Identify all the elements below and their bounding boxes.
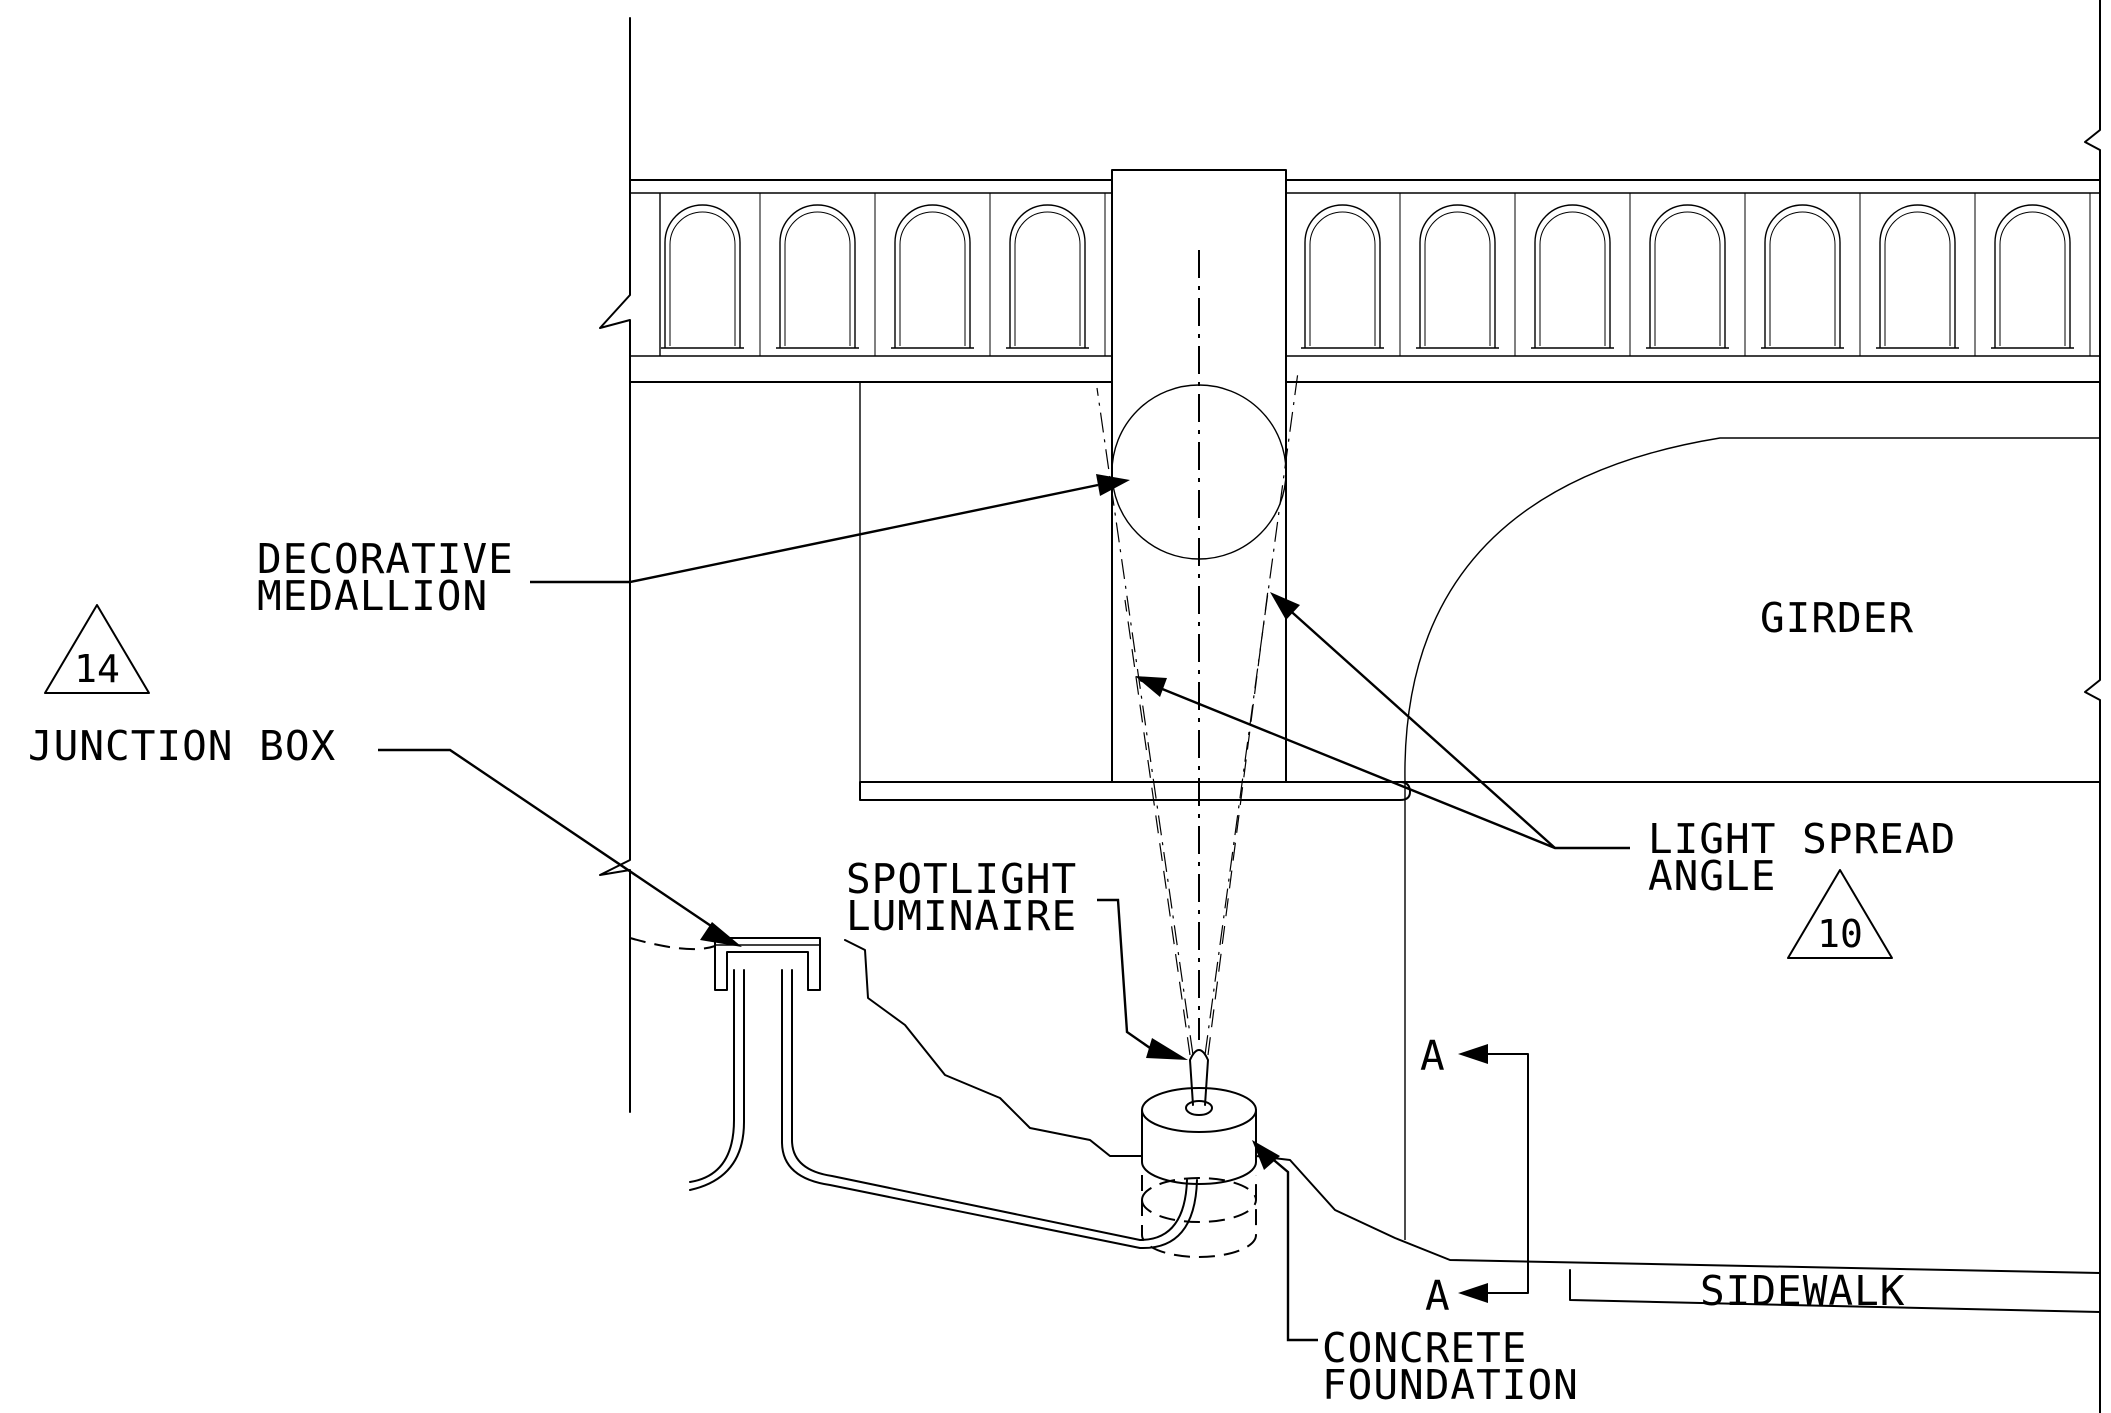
section-mark-bottom: A <box>1425 1272 1451 1320</box>
label-spotlight-luminaire: SPOTLIGHT LUMINAIRE <box>846 855 1077 940</box>
label-light-spread-angle: LIGHT SPREAD ANGLE <box>1648 815 1956 900</box>
right-break-line <box>2084 0 2101 1413</box>
railing-arch <box>1649 204 1726 348</box>
railing-arch-inner <box>1539 211 1606 346</box>
railing-arch-inner <box>1769 211 1836 346</box>
railing-arch <box>1879 204 1956 348</box>
railing-arch <box>1419 204 1496 348</box>
svg-text:LUMINAIRE: LUMINAIRE <box>846 892 1077 940</box>
keynote-triangle-light-spread: 10 <box>1787 869 1893 959</box>
svg-text:DECORATIVE: DECORATIVE <box>257 535 514 583</box>
spotlight-luminaire <box>1185 1049 1213 1116</box>
svg-text:FOUNDATION: FOUNDATION <box>1322 1361 1579 1409</box>
concrete-foundation <box>1141 1087 1257 1258</box>
railing-arch-inner <box>1884 211 1951 346</box>
conduits <box>689 969 1198 1250</box>
label-junction-box: JUNCTION BOX <box>28 722 336 770</box>
railing-arch <box>664 204 741 348</box>
label-sidewalk: SIDEWALK <box>1700 1267 1905 1315</box>
railing-arch <box>894 204 971 348</box>
light-spread-lines <box>1096 371 1299 1056</box>
svg-text:10: 10 <box>1817 912 1863 956</box>
railing-arch <box>1994 204 2071 348</box>
railing-arches <box>661 193 2091 356</box>
junction-box <box>714 937 821 991</box>
railing-arch-inner <box>1654 211 1721 346</box>
svg-text:LIGHT SPREAD: LIGHT SPREAD <box>1648 815 1956 863</box>
railing-arch <box>1304 204 1381 348</box>
railing-arch <box>1764 204 1841 348</box>
svg-text:SPOTLIGHT: SPOTLIGHT <box>846 855 1077 903</box>
section-cut-a: A A <box>1420 1032 1529 1320</box>
railing-arch-inner <box>1999 211 2066 346</box>
railing-arch <box>779 204 856 348</box>
parapet-railing <box>629 179 2101 383</box>
girder-outline <box>859 382 2101 1240</box>
label-decorative-medallion: DECORATIVE MEDALLION <box>257 535 514 620</box>
railing-arch-inner <box>784 211 851 346</box>
svg-text:CONCRETE: CONCRETE <box>1322 1324 1527 1372</box>
railing-arch <box>1009 204 1086 348</box>
railing-arch-inner <box>899 211 966 346</box>
leader-lines <box>378 474 1630 1342</box>
svg-text:ANGLE: ANGLE <box>1648 852 1776 900</box>
railing-arch <box>1534 204 1611 348</box>
ground-line <box>629 937 2101 1274</box>
svg-text:14: 14 <box>74 647 120 691</box>
svg-text:MEDALLION: MEDALLION <box>257 572 488 620</box>
railing-arch-inner <box>669 211 736 346</box>
railing-arch-inner <box>1014 211 1081 346</box>
label-concrete-foundation: CONCRETE FOUNDATION <box>1322 1324 1579 1409</box>
left-pier <box>599 17 631 1113</box>
sidewalk <box>1569 1269 2101 1313</box>
railing-arch-inner <box>1424 211 1491 346</box>
label-girder: GIRDER <box>1760 594 1914 642</box>
railing-arch-inner <box>1309 211 1376 346</box>
keynote-triangle-junction-box: 14 <box>44 604 150 694</box>
section-mark-top: A <box>1420 1032 1446 1080</box>
